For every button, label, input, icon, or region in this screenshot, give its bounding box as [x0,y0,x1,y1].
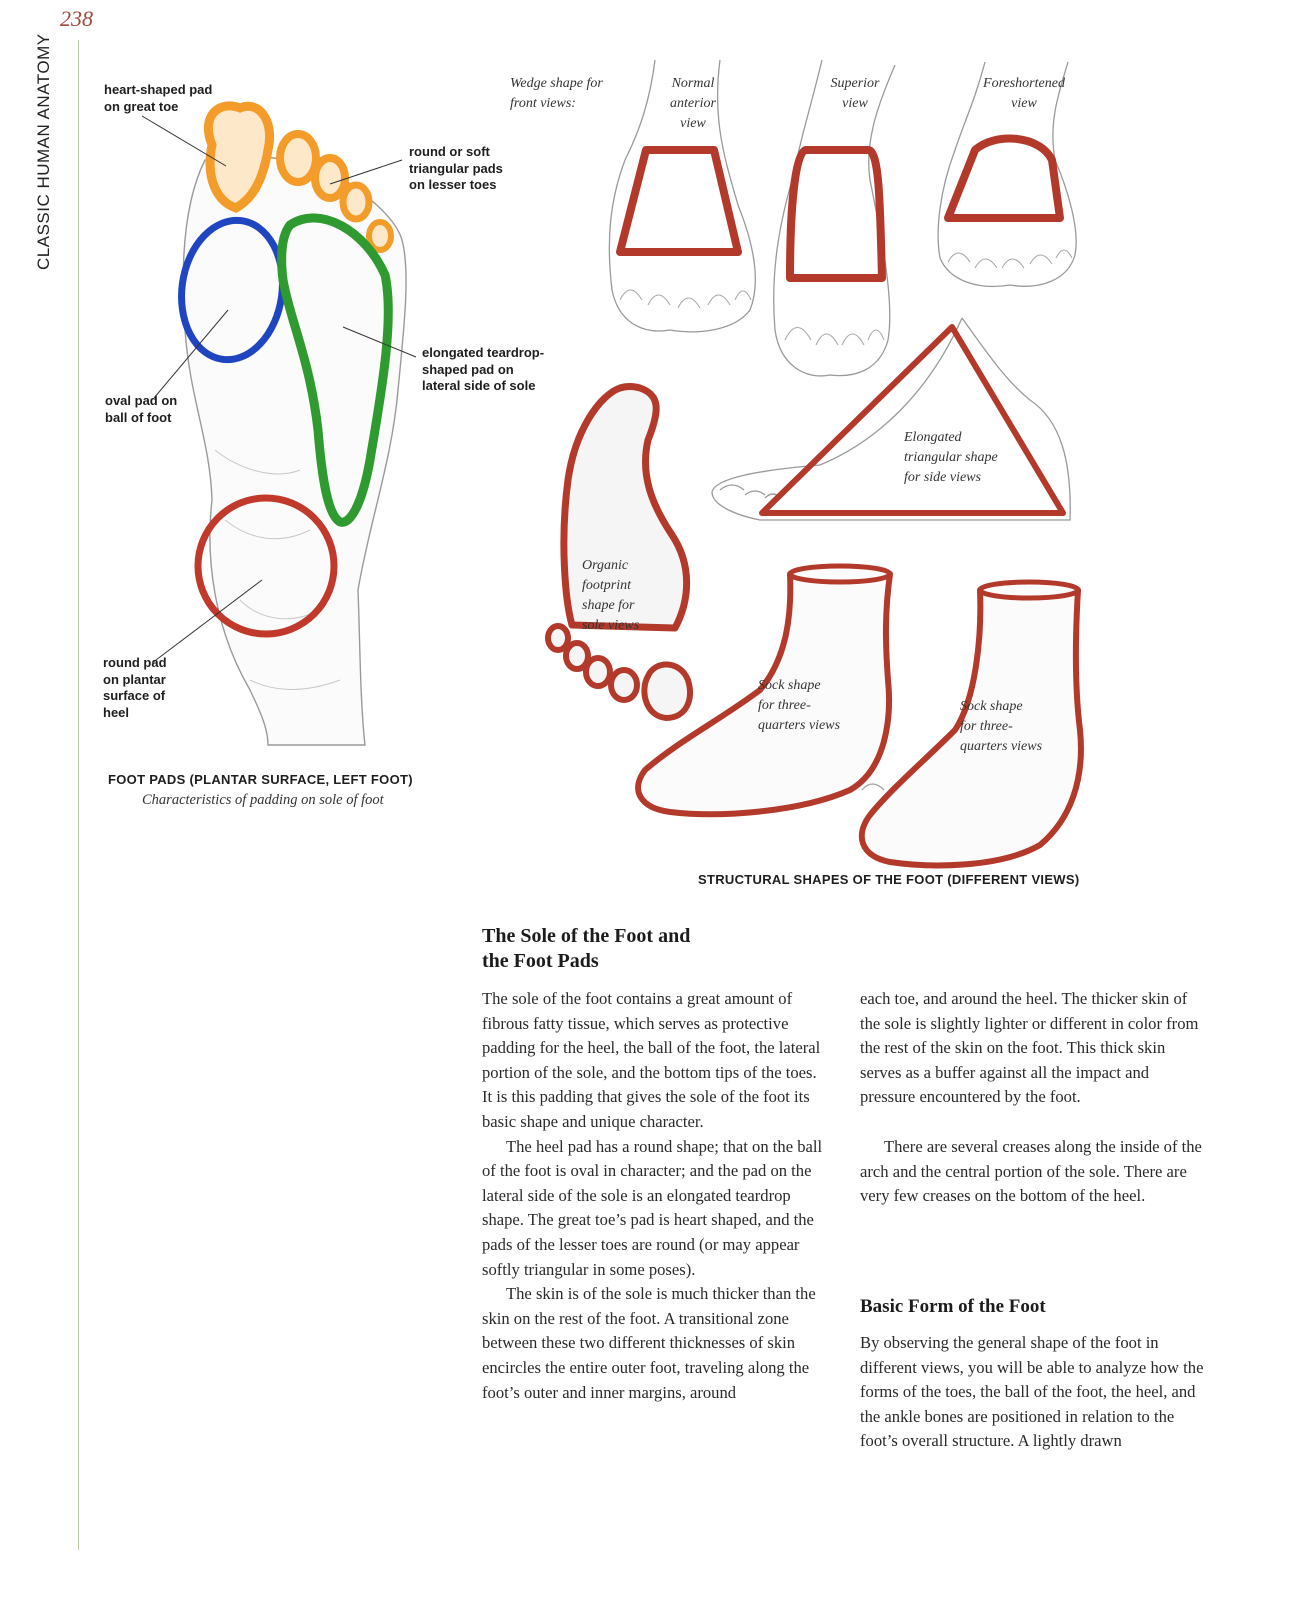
sole-shading [214,449,341,690]
toe-pad-5 [366,219,394,253]
label-ball-pad: oval pad on ball of foot [105,393,178,425]
foot-pads-caption-sub: Characteristics of padding on sole of fo… [142,792,384,808]
label-normal-anterior: Normal anterior view [670,76,716,131]
sock-2-opening [977,579,1081,601]
toe-pad-3 [311,154,349,202]
paragraph-sole-1: The sole of the foot contains a great am… [482,989,821,1131]
structural-caption-title: STRUCTURAL SHAPES OF THE FOOT (DIFFERENT… [698,872,1080,887]
great-toe-pad [203,101,274,213]
side-view-sketch [711,317,1071,521]
heading-sole-foot-pads: The Sole of the Foot and the Foot Pads [482,925,691,972]
leader-lateral [342,326,417,358]
label-heel-pad: round pad on plantar surface of heel [103,655,167,720]
text-column-1: The sole of the foot contains a great am… [482,987,828,1404]
footprint-shape [560,383,691,632]
heading-basic-form: Basic Form of the Foot [860,1296,1046,1317]
continued-text: each toe, and around the heel. The thick… [860,989,1199,1107]
paragraph-sole-3: The skin is of the sole is much thicker … [482,1284,816,1402]
label-great-toe-pad: heart-shaped pad on great toe [104,82,213,114]
label-superior: Superior view [830,76,880,111]
leader-great-toe [141,115,227,167]
label-lesser-toe-pads: round or soft triangular pads on lesser … [409,144,503,192]
sock-shape-2 [858,587,1084,869]
leader-lesser-toes [329,159,403,185]
wedge-normal [616,146,742,256]
front-view-toe-sketches [619,249,1073,346]
page-number: 238 [60,6,93,31]
paragraph-sole-2: The heel pad has a round shape; that on … [482,1136,823,1279]
margin-rule [78,40,79,1550]
text-column-2-basic: By observing the general shape of the fo… [860,1331,1206,1454]
leader-ball [153,309,229,399]
triangle-side [759,324,1066,516]
toe-pad-2 [276,130,320,186]
paragraph-basic-1: By observing the general shape of the fo… [860,1333,1204,1451]
sock-1-opening [787,563,893,585]
lateral-pad [277,213,393,527]
wedge-superior [786,146,886,282]
label-sock-shape-2: Sock shape for three- quarters views [960,699,1043,754]
paragraph-sole-4: There are several creases along the insi… [860,1137,1202,1206]
label-wedge-intro: Wedge shape for front views: [510,76,603,111]
text-column-2: each toe, and around the heel. The thick… [860,987,1206,1209]
foot-pads-caption-title: FOOT PADS (PLANTAR SURFACE, LEFT FOOT) [108,772,413,787]
heel-pad [194,494,338,638]
footprint-toes [545,623,693,722]
label-sock-shape-1: Sock shape for three- quarters views [758,678,841,733]
paragraph-sole-3-cont: each toe, and around the heel. The thick… [860,987,1206,1135]
leader-heel [151,579,263,664]
sock-shape-1 [635,571,893,818]
toe-pad-4 [339,181,373,223]
wedge-foreshortened [944,134,1064,222]
label-elongated-triangle: Elongated triangular shape for side view… [904,430,998,485]
label-foreshortened: Foreshortened view [983,76,1065,111]
ball-pad [178,216,286,364]
label-organic-footprint: Organic footprint shape for sole views [582,558,640,633]
label-lateral-pad: elongated teardrop- shaped pad on latera… [422,345,545,393]
